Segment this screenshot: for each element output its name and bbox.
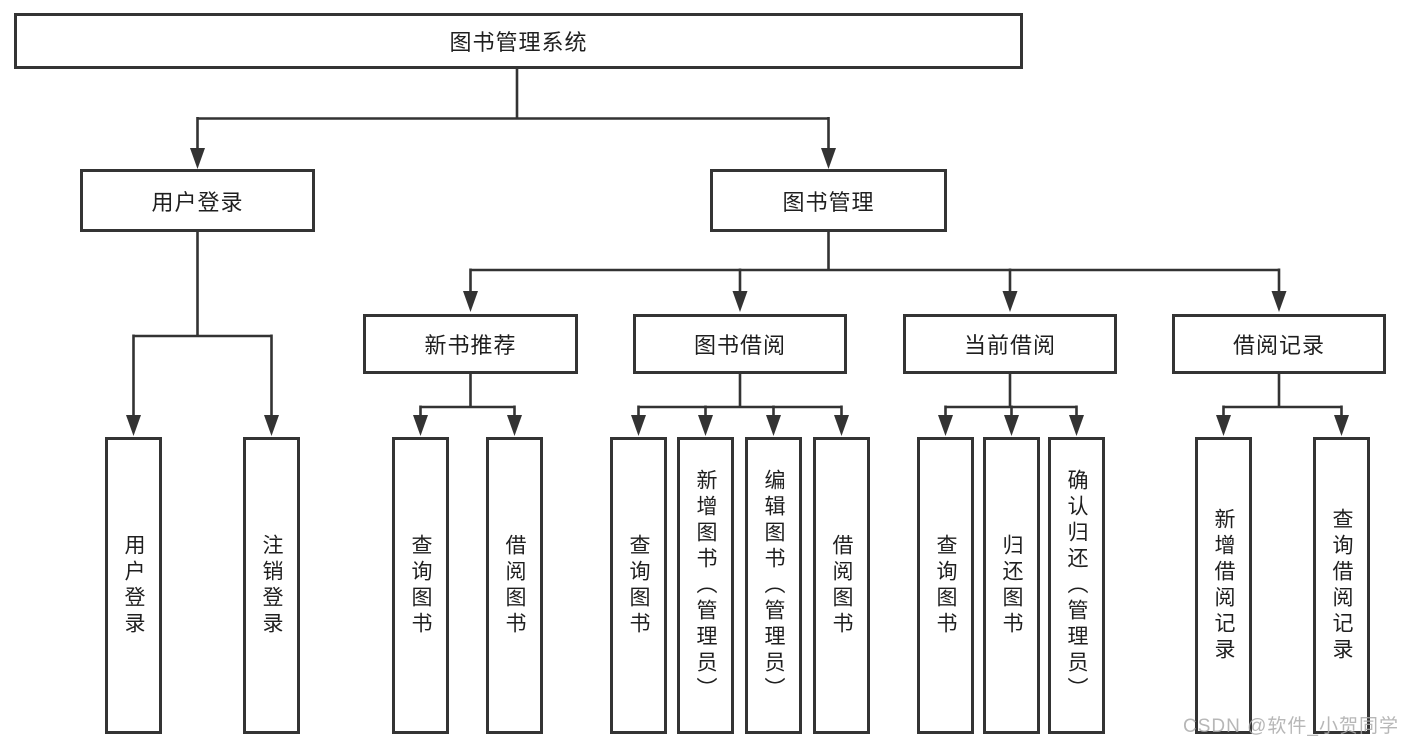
leaf-label: 新增借阅记录 <box>1212 507 1235 664</box>
connector-borrow-records-branch <box>1216 373 1349 436</box>
leaf-label: 确认归还（管理员） <box>1065 468 1088 703</box>
connector-root-to-level2 <box>190 67 836 169</box>
leaf-edit-book-admin: 编辑图书（管理员） <box>745 437 802 734</box>
node-root: 图书管理系统 <box>14 13 1023 69</box>
leaf-label: 编辑图书（管理员） <box>762 468 785 703</box>
leaf-label: 查询借阅记录 <box>1330 507 1353 664</box>
leaf-query-books-recommend: 查询图书 <box>392 437 449 734</box>
connector-book-management-branch <box>463 231 1287 312</box>
connector-book-borrow-branch <box>631 373 849 436</box>
connector-current-borrow-branch <box>938 373 1084 436</box>
leaf-query-books-borrow: 查询图书 <box>610 437 667 734</box>
leaf-logout: 注销登录 <box>243 437 300 734</box>
connector-user-login-branch <box>126 231 279 436</box>
node-user-login: 用户登录 <box>80 169 315 232</box>
node-borrow-records: 借阅记录 <box>1172 314 1386 374</box>
leaf-query-borrow-record: 查询借阅记录 <box>1313 437 1370 734</box>
leaf-query-books-current: 查询图书 <box>917 437 974 734</box>
node-current-borrow: 当前借阅 <box>903 314 1117 374</box>
leaf-user-login: 用户登录 <box>105 437 162 734</box>
leaf-label: 借阅图书 <box>830 533 853 638</box>
csdn-watermark: CSDN @软件_小贺同学 <box>1183 716 1399 737</box>
leaf-label: 注销登录 <box>260 533 283 638</box>
leaf-label: 查询图书 <box>409 533 432 638</box>
node-book-borrow: 图书借阅 <box>633 314 847 374</box>
node-new-book-recommend: 新书推荐 <box>363 314 578 374</box>
leaf-label: 用户登录 <box>122 533 145 638</box>
leaf-confirm-return-admin: 确认归还（管理员） <box>1048 437 1105 734</box>
connector-new-book-branch <box>413 373 522 436</box>
leaf-label: 新增图书（管理员） <box>694 468 717 703</box>
leaf-add-borrow-record: 新增借阅记录 <box>1195 437 1252 734</box>
leaf-label: 查询图书 <box>627 533 650 638</box>
leaf-return-books: 归还图书 <box>983 437 1040 734</box>
leaf-add-book-admin: 新增图书（管理员） <box>677 437 734 734</box>
leaf-label: 查询图书 <box>934 533 957 638</box>
leaf-borrow-books: 借阅图书 <box>813 437 870 734</box>
leaf-label: 借阅图书 <box>503 533 526 638</box>
node-book-management: 图书管理 <box>710 169 947 232</box>
leaf-borrow-books-recommend: 借阅图书 <box>486 437 543 734</box>
leaf-label: 归还图书 <box>1000 533 1023 638</box>
